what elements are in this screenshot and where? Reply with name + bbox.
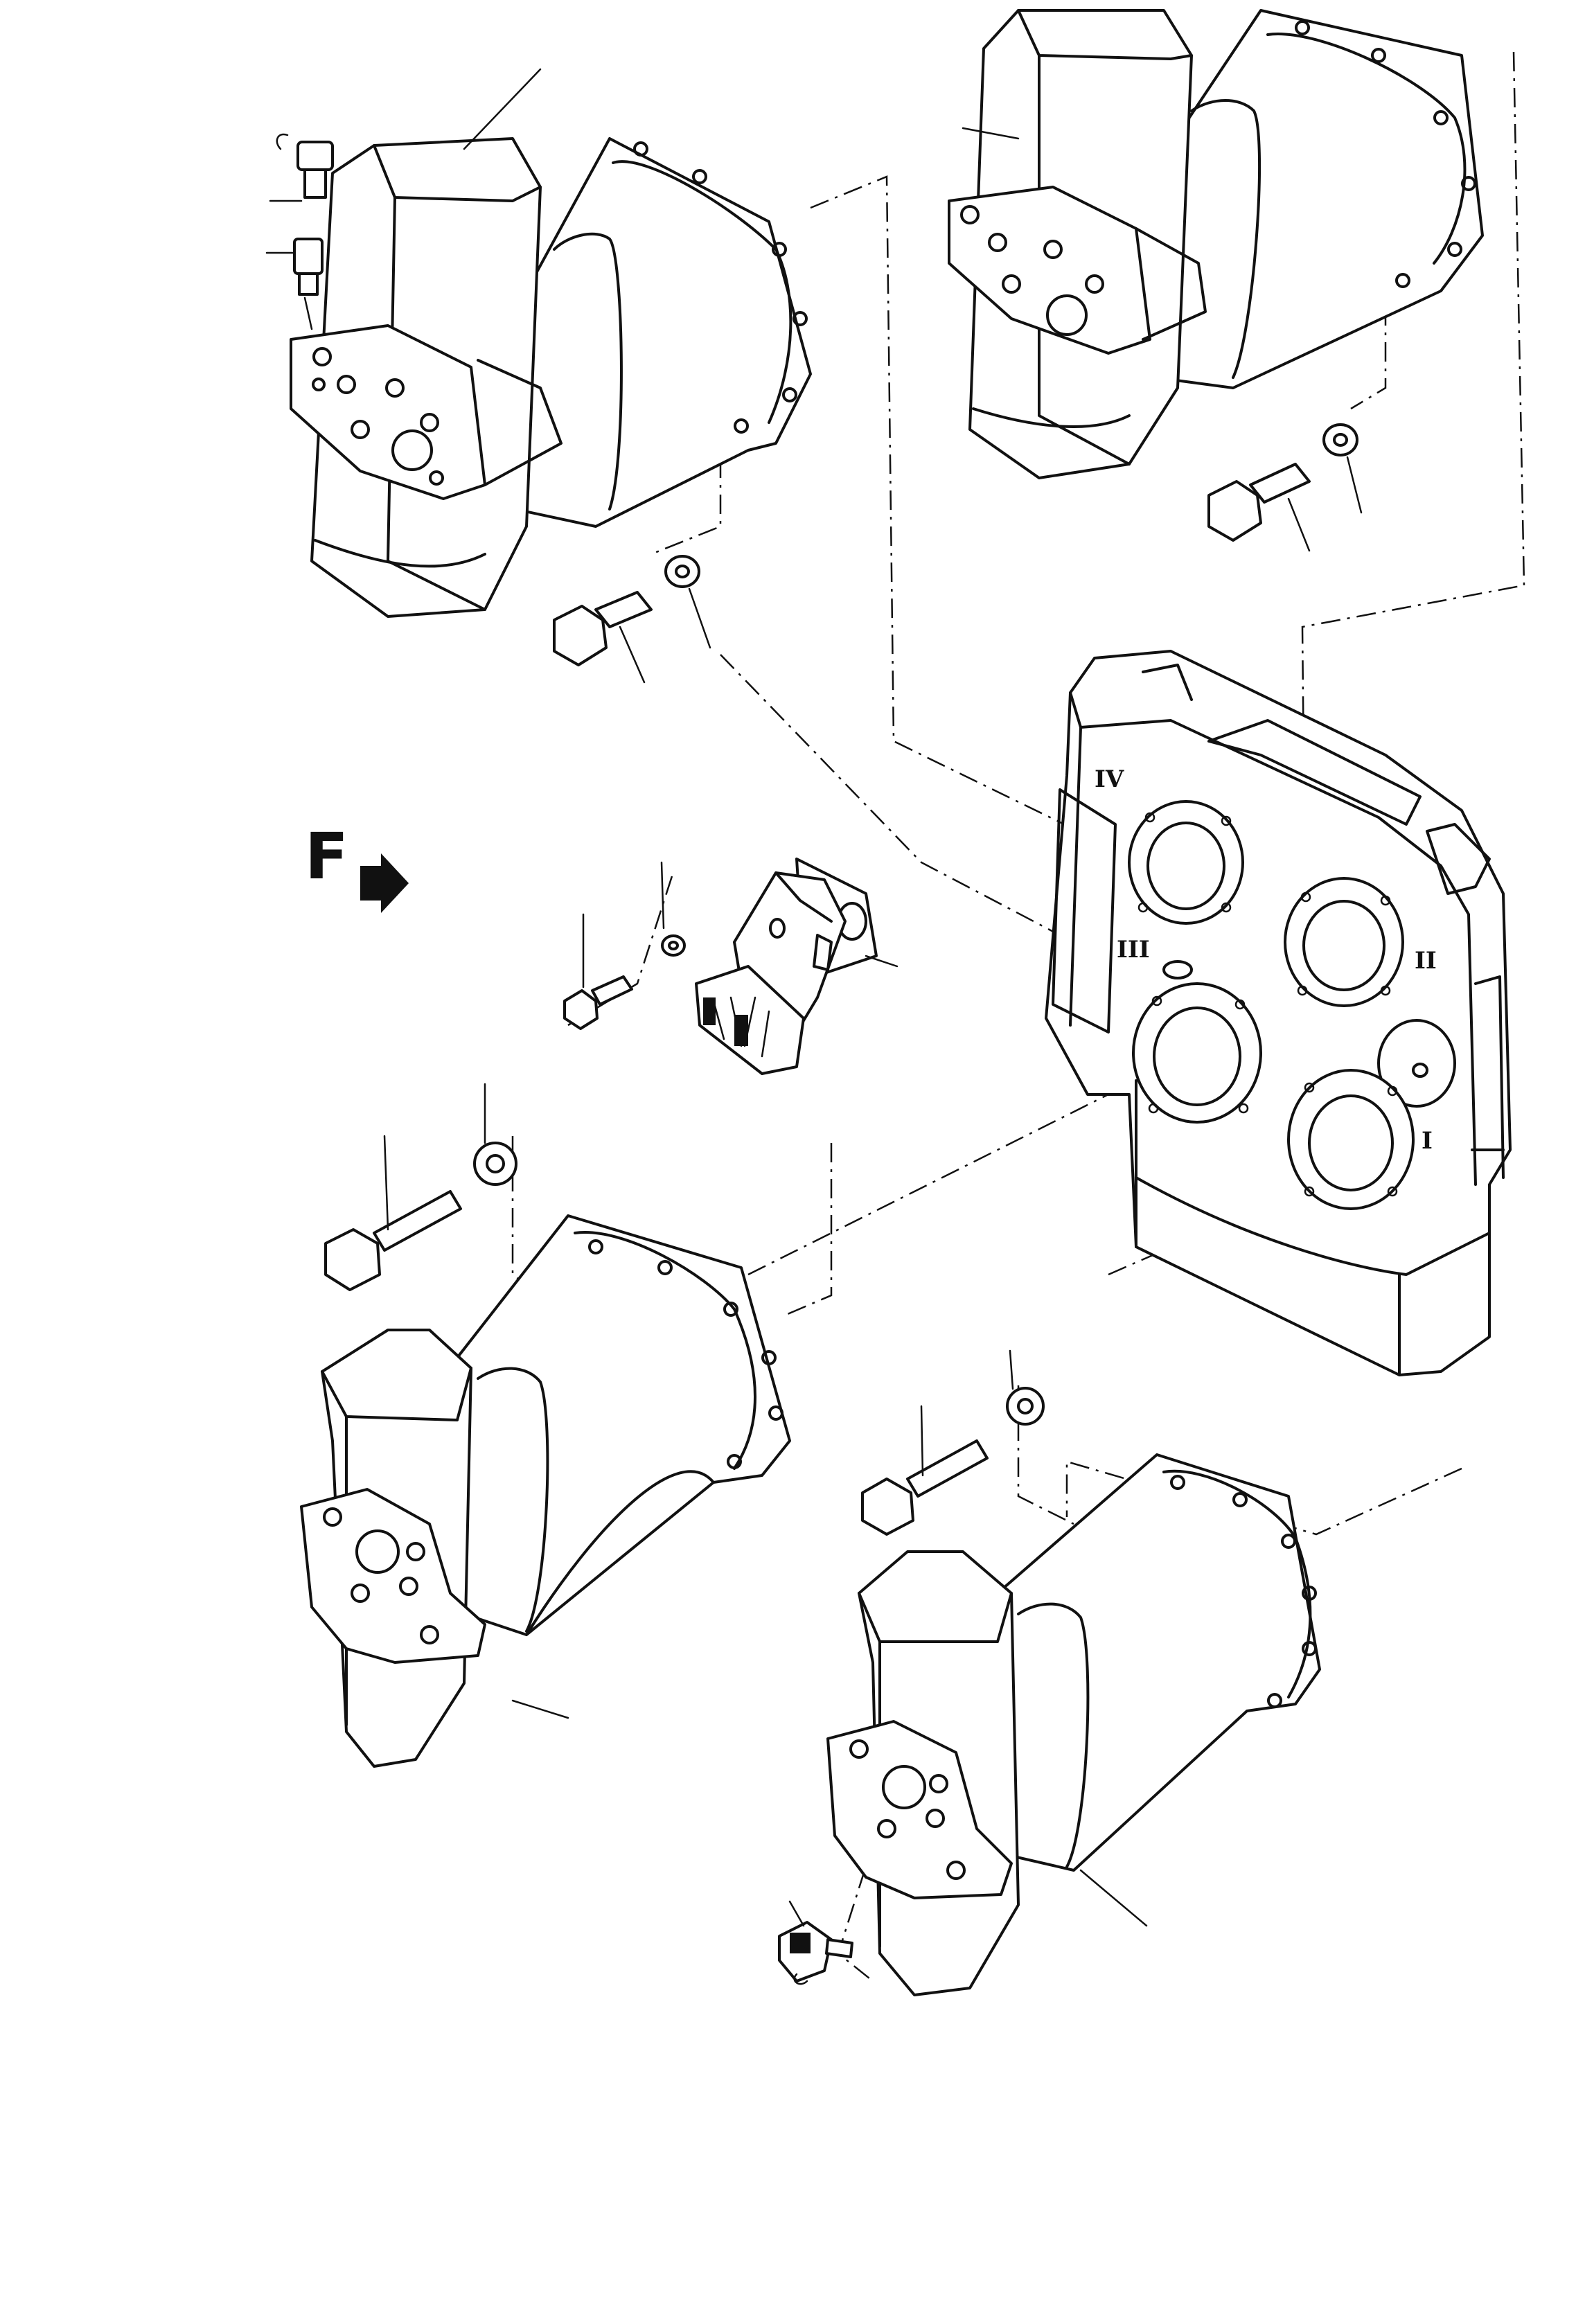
front-direction-marker: F [305, 819, 409, 913]
sensor-fitting-lower [778, 1900, 853, 1985]
bolt-top-left [553, 555, 711, 684]
front-letter: F [305, 819, 348, 894]
port-label-2: II [1415, 947, 1437, 975]
bolt-middle-left [324, 1083, 517, 1291]
pressure-fitting-top-left [265, 133, 334, 330]
port-label-3: III [1117, 936, 1150, 964]
port-label-4: IV [1095, 765, 1124, 793]
hydraulic-motor-top-left [290, 68, 812, 618]
port-bolt-holes [1137, 812, 1398, 1197]
bolt-small-pump [563, 861, 686, 1030]
bolt-top-right [1207, 423, 1363, 552]
hydraulic-motor-middle-left [300, 1214, 791, 1768]
transfer-gearbox-housing: IV II III I [1045, 650, 1512, 1376]
front-arrow-icon [360, 853, 409, 913]
gear-pump-small [695, 858, 898, 1075]
hydraulic-motor-top-right [948, 9, 1484, 479]
bolt-lower-right [861, 1349, 1045, 1536]
hydraulic-motor-lower-right [826, 1453, 1321, 1996]
port-label-1: I [1422, 1127, 1433, 1155]
